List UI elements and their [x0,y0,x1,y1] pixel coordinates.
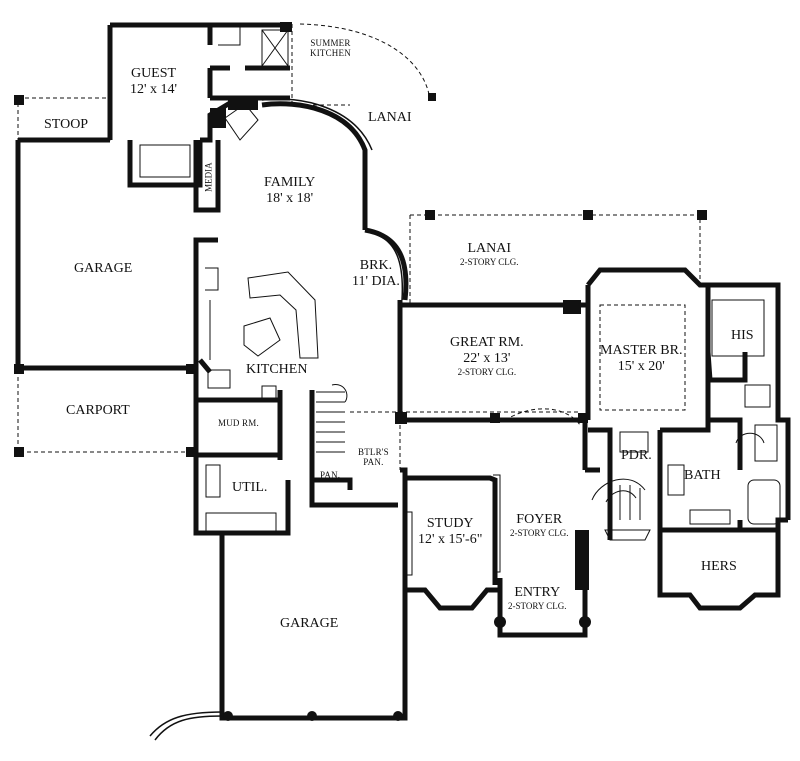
butlers-pantry-line1: BTLR'S [358,447,389,457]
his-closet-label: HIS [731,328,754,343]
summer-kitchen-line2: KITCHEN [310,48,351,59]
lanai-mid-note: 2-STORY CLG. [460,257,519,268]
garage-bottom-label: GARAGE [280,616,339,631]
foyer-name: FOYER [516,512,563,527]
breakfast-label: BRK. 11' DIA. [352,258,400,290]
utility-label: UTIL. [232,480,268,495]
entry-label: ENTRY 2-STORY CLG. [508,585,567,611]
guest-room-name: GUEST [130,66,177,81]
kitchen-label: KITCHEN [246,362,308,377]
great-room-label: GREAT RM. 22' x 13' 2-STORY CLG. [450,335,524,378]
summer-kitchen-line1: SUMMER [310,38,351,48]
guest-room-size: 12' x 14' [130,82,178,98]
study-label: STUDY 12' x 15'-6" [418,516,482,548]
carport-label: CARPORT [66,403,130,418]
study-size: 12' x 15'-6" [418,532,483,548]
columns [14,22,707,721]
guest-room-label: GUEST 12' x 14' [130,66,177,98]
media-label: MEDIA [203,162,214,192]
butlers-pantry-label: BTLR'S PAN. [358,447,389,468]
great-room-name: GREAT RM. [450,335,524,350]
breakfast-size: 11' DIA. [352,274,400,290]
powder-room-label: PDR. [621,448,652,463]
lanai-top-label: LANAI [368,110,412,125]
hers-closet-label: HERS [701,559,737,574]
great-room-size: 22' x 13' [463,351,511,367]
foyer-label: FOYER 2-STORY CLG. [510,512,569,538]
master-bedroom-label: MASTER BR. 15' x 20' [600,343,682,375]
master-bedroom-name: MASTER BR. [600,343,683,358]
family-room-size: 18' x 18' [266,191,314,207]
family-room-label: FAMILY 18' x 18' [264,175,315,207]
foyer-note: 2-STORY CLG. [510,528,569,539]
fixture-lines [139,24,781,576]
walls [15,22,791,721]
entry-note: 2-STORY CLG. [508,601,567,612]
mud-room-label: MUD RM. [218,418,259,428]
lanai-mid-label: LANAI 2-STORY CLG. [460,241,519,267]
study-name: STUDY [426,516,474,531]
summer-kitchen-label: SUMMER KITCHEN [310,38,351,59]
stoop-label: STOOP [44,117,89,132]
garage-left-label: GARAGE [74,261,133,276]
butlers-pantry-line2: PAN. [363,457,384,468]
family-room-name: FAMILY [264,175,316,190]
entry-name: ENTRY [514,585,561,600]
pantry-label: PAN. [320,470,341,480]
breakfast-name: BRK. [359,258,393,273]
bath-label: BATH [684,468,721,483]
master-bedroom-size: 15' x 20' [617,359,665,375]
lanai-mid-name: LANAI [467,241,512,256]
great-room-note: 2-STORY CLG. [457,367,517,378]
